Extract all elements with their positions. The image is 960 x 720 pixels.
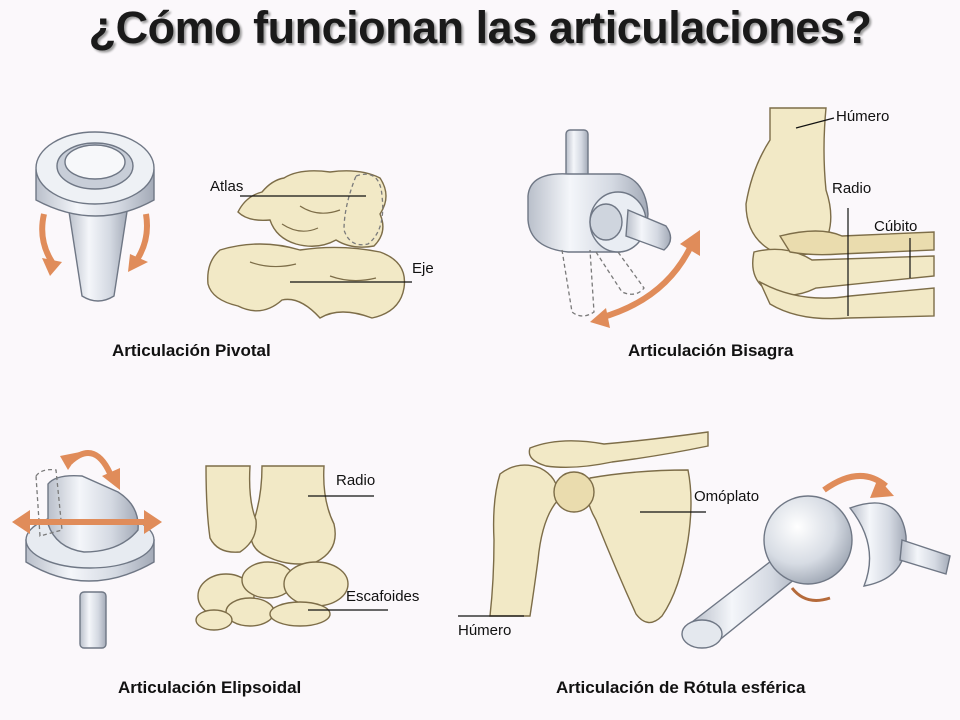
label-omoplato: Omóplato — [694, 488, 760, 505]
carpal-bones — [195, 561, 349, 631]
ellipsoid-model — [25, 468, 155, 649]
caption-bisagra: Articulación Bisagra — [628, 341, 794, 360]
label-humero-shoulder: Húmero — [458, 622, 512, 639]
caption-elipsoidal: Articulación Elipsoidal — [118, 678, 302, 697]
ellipsoid-rotation-arrows — [12, 450, 162, 534]
ulna-radius-bones — [752, 230, 935, 320]
ball-rotation-arrow — [790, 472, 894, 602]
humerus-shoulder-bone — [489, 464, 595, 617]
page-title: ¿Cómo funcionan las articulaciones? — [88, 2, 872, 53]
caption-pivotal: Articulación Pivotal — [112, 341, 271, 360]
label-escafoides: Escafoides — [346, 588, 420, 605]
label-humero: Húmero — [836, 108, 890, 125]
label-eje: Eje — [412, 260, 434, 277]
humero-leader — [795, 117, 835, 129]
scapula-bone — [586, 469, 692, 624]
hinge-rotation-arrow — [590, 230, 700, 328]
radius-wrist-bone — [205, 465, 336, 565]
label-cubito: Cúbito — [874, 218, 918, 235]
pivot-rotation-arrow — [39, 213, 150, 276]
label-atlas: Atlas — [210, 178, 244, 195]
caption-rotula: Articulación de Rótula esférica — [556, 678, 806, 697]
atlas-rotation-outline — [343, 173, 384, 246]
clavicle-bone — [528, 431, 709, 469]
hinge-ghost-outlines — [561, 249, 645, 317]
label-radio: Radio — [832, 180, 872, 197]
atlas-vertebra — [237, 170, 387, 248]
pivot-model — [35, 131, 155, 302]
axis-vertebra — [207, 243, 406, 319]
label-radio-wrist: Radio — [336, 472, 376, 489]
ball-socket-model — [681, 495, 951, 649]
hinge-model — [527, 129, 672, 253]
